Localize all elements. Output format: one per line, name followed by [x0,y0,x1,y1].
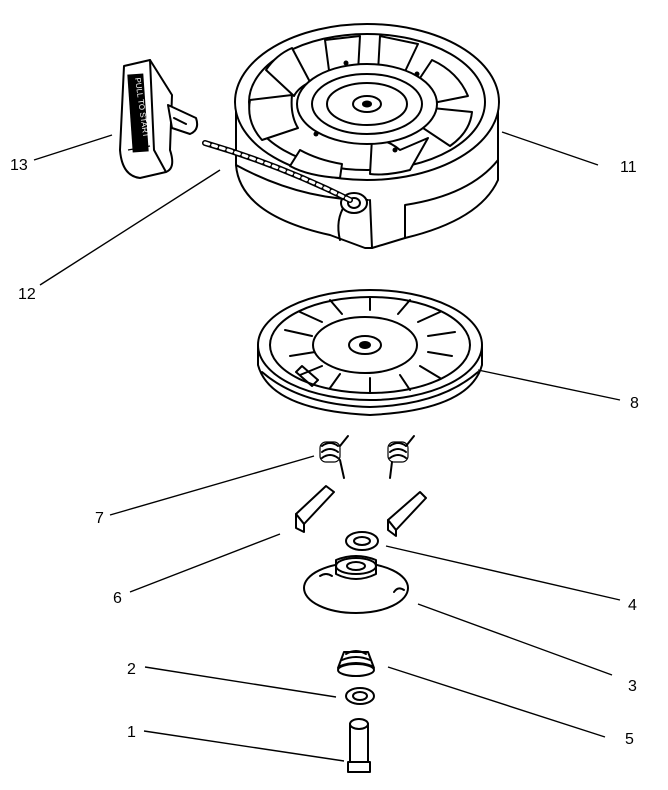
label-2: 2 [127,661,136,678]
part-6-pawls [295,485,427,537]
part-3-retainer [303,555,409,614]
part-13-pull-handle: PULL TO START [119,59,199,179]
part-11-starter-housing [234,23,500,249]
leader-lines [33,131,621,762]
label-6: 6 [113,590,122,607]
part-8-pulley [257,289,483,416]
label-3: 3 [628,678,637,695]
part-5-spring [337,650,375,677]
callout-labels: 13 11 12 8 7 6 4 3 2 5 1 [10,157,639,748]
part-12-starter-rope [202,140,353,203]
right-spring [387,435,415,479]
label-1: 1 [127,724,136,741]
label-5: 5 [625,731,634,748]
part-7-pawl-springs [319,435,415,479]
label-11: 11 [620,159,637,176]
label-13: 13 [10,157,28,174]
label-12: 12 [18,286,36,303]
left-spring [319,435,349,479]
part-4-washer [345,531,379,551]
part-1-pin [347,718,371,773]
label-7: 7 [95,510,104,527]
label-8: 8 [630,395,639,412]
part-2-washer [345,687,375,705]
label-4: 4 [628,597,637,614]
